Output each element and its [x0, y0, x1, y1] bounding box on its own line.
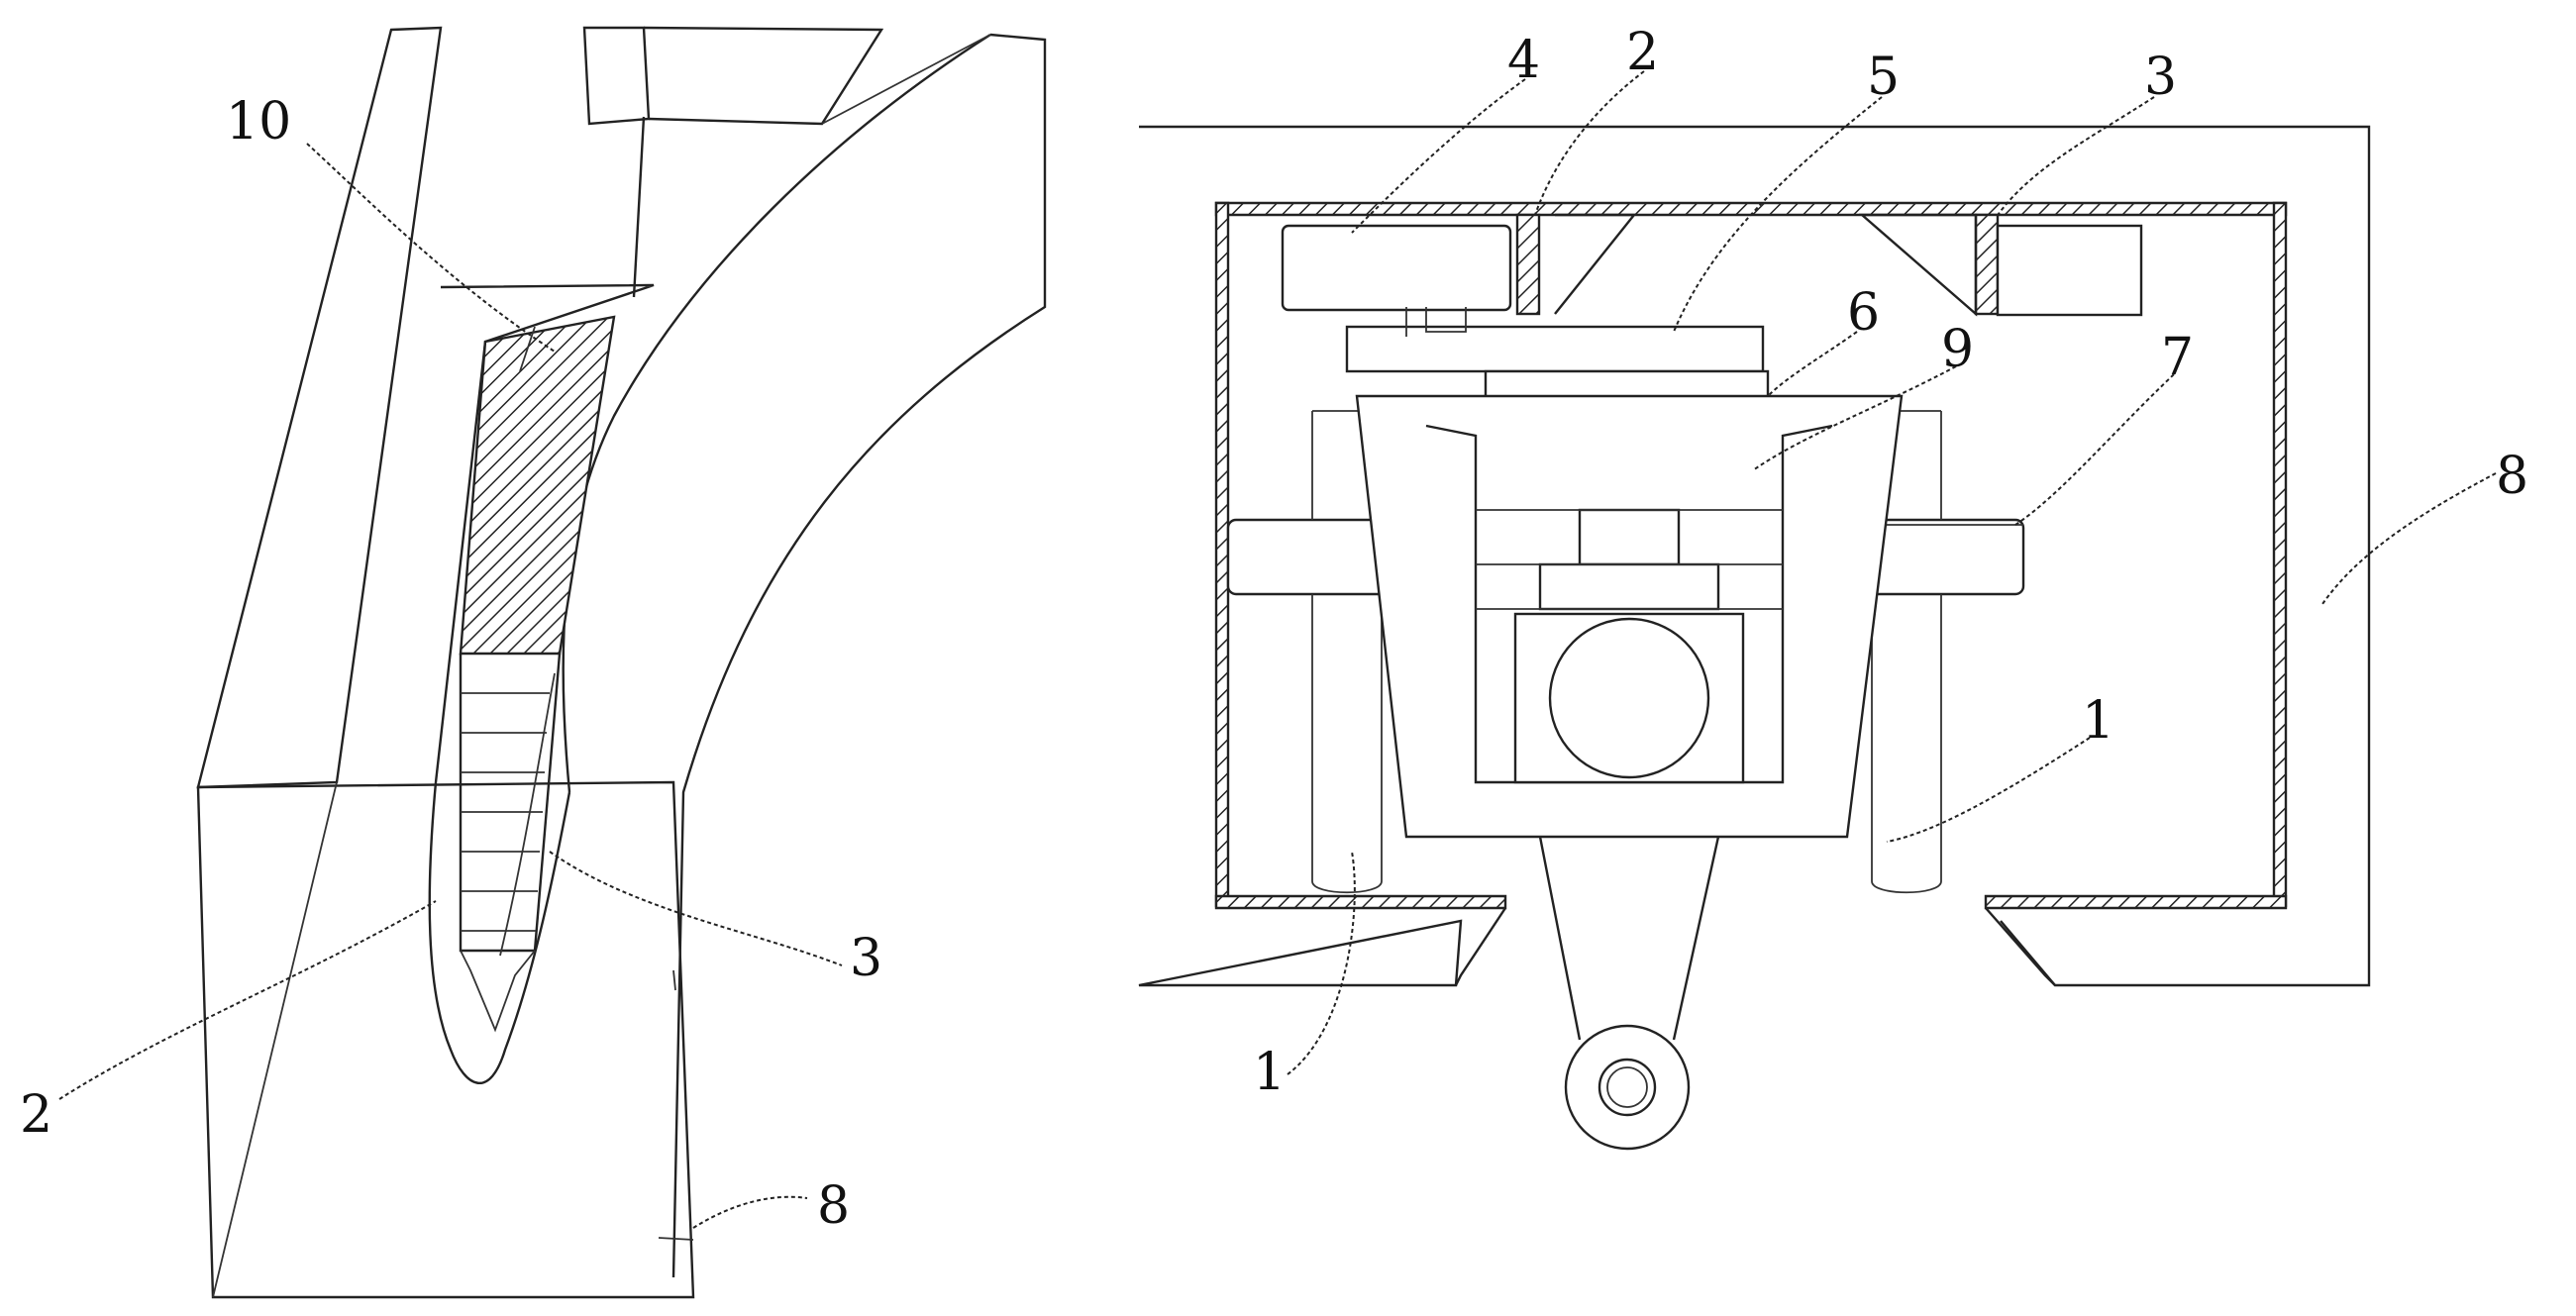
label-7: 7 — [2161, 328, 2194, 387]
pointed-tip — [428, 781, 571, 1084]
right-curved-wall-inner — [562, 33, 991, 793]
label-8-right: 8 — [2496, 447, 2528, 506]
housing-bottom-left — [1214, 894, 1507, 910]
hatched-member-2 — [1515, 213, 1541, 316]
plate-5 — [1345, 325, 1765, 373]
label-3-right: 3 — [2144, 48, 2177, 107]
wedge-inner-line — [519, 326, 536, 372]
tip-inner — [460, 950, 536, 1033]
v-guide — [1554, 213, 1978, 317]
lower-block-diagonal — [212, 781, 338, 1298]
part-3-sliver — [499, 672, 556, 957]
right-curved-wall — [671, 33, 1047, 1278]
label-5: 5 — [1867, 48, 1900, 107]
right-view-labels: 4 2 5 3 6 9 7 8 1 1 — [1253, 23, 2528, 1102]
roller — [1548, 617, 1710, 779]
hanger-hole-inner — [1606, 1066, 1648, 1108]
left-view — [196, 26, 1047, 1299]
label-9: 9 — [1941, 320, 1974, 379]
label-8-left: 8 — [817, 1176, 850, 1236]
right-wall-edge — [821, 34, 991, 125]
label-1-bottom: 1 — [1253, 1043, 1286, 1102]
hatched-member-3 — [1974, 213, 2000, 316]
inner-box-sides — [1476, 509, 1783, 610]
housing-bottom-right — [1984, 894, 2288, 910]
sawtooth-rungs — [461, 692, 550, 932]
leader-3-left — [549, 851, 843, 966]
top-tab-rail — [632, 26, 884, 298]
leader-8-right — [2321, 472, 2497, 605]
sawtooth-strip — [459, 653, 562, 953]
hanger-arm — [1538, 836, 1720, 1041]
label-10: 10 — [226, 92, 291, 152]
top-tab — [582, 26, 651, 126]
leader-1-bottom — [1287, 851, 1356, 1075]
leader-3-right — [1995, 96, 2155, 219]
foot-right — [1985, 907, 2056, 986]
leader-9 — [1752, 365, 1957, 471]
hanger-hole — [1597, 1058, 1657, 1117]
block-tick — [658, 969, 694, 1241]
inner-top-slope — [434, 283, 655, 783]
housing-right — [2272, 201, 2288, 908]
leader-6 — [1767, 331, 1858, 397]
inner-box-top — [1578, 508, 1681, 566]
inner-box-mid — [1538, 562, 1720, 611]
lower-block-8 — [196, 780, 695, 1299]
label-3-left: 3 — [850, 929, 882, 988]
leader-2-right — [1534, 70, 1645, 216]
label-2-left: 2 — [20, 1085, 52, 1145]
leader-5 — [1673, 96, 1883, 333]
leader-1-right — [1886, 737, 2091, 843]
leader-7 — [2014, 373, 2175, 526]
leader-8-left — [692, 1195, 808, 1229]
block-4 — [1281, 224, 1512, 312]
label-6: 6 — [1847, 283, 1880, 343]
right-view — [1138, 125, 2371, 1151]
label-1-right: 1 — [2082, 691, 2114, 751]
foot-left — [1454, 907, 1507, 986]
roller-cage — [1513, 612, 1745, 784]
left-view-labels: 10 3 2 8 — [20, 92, 882, 1236]
outer-frame-8 — [1138, 125, 2371, 987]
leader-4 — [1351, 78, 1526, 234]
block-4-stem — [1405, 307, 1467, 337]
housing-left — [1214, 201, 1230, 908]
hanger-eye — [1564, 1024, 1691, 1151]
block-right — [1996, 224, 2143, 317]
hatched-wedge — [459, 315, 616, 656]
leader-10 — [306, 143, 556, 353]
leader-2-left — [58, 900, 437, 1100]
